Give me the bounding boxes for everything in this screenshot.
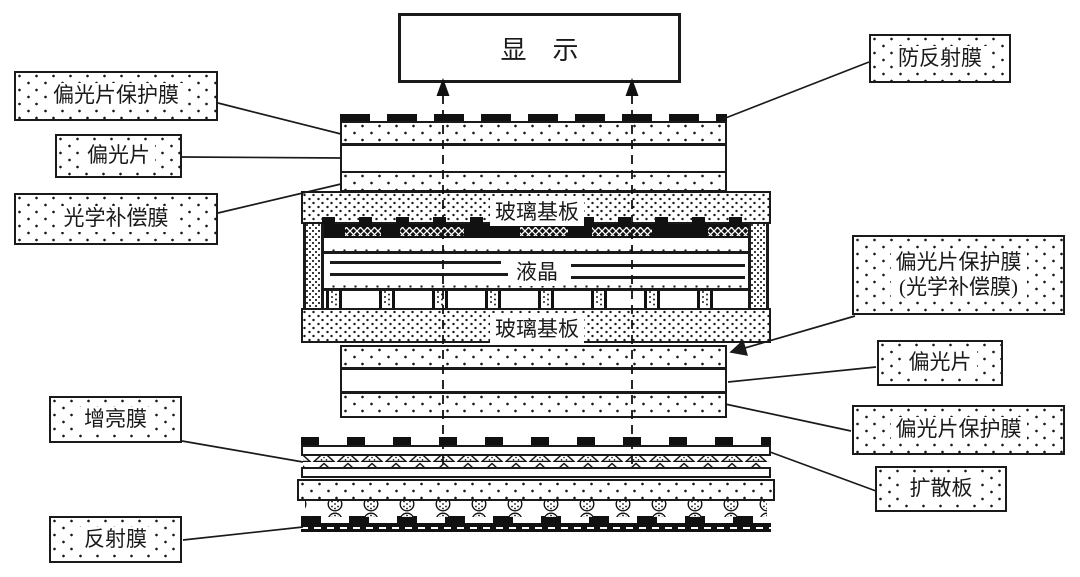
reflective-film-dash-line <box>301 526 771 529</box>
connector-polarizer-protective-top <box>217 102 342 135</box>
label-anti-reflection-film: 防反射膜 <box>869 34 1011 83</box>
connector-polarizer-top <box>181 156 342 159</box>
layer-polarizer-protective-film-compensation <box>340 345 727 369</box>
connector-diffusion-plate <box>769 451 877 492</box>
lc-line-right-2 <box>571 276 745 279</box>
layer-brightness-enhancement-film <box>301 445 771 456</box>
layer-anti-reflection-film <box>340 114 727 121</box>
label-polarizer-top: 偏光片 <box>55 134 182 178</box>
connector-polarizer-bottom <box>727 366 877 383</box>
label-polarizer-protective-film-compensation: 偏光片保护膜 (光学补偿膜) <box>852 235 1065 315</box>
bef-square-bumps <box>301 437 771 445</box>
lc-line-left-2 <box>330 273 508 276</box>
lc-line-right-1 <box>571 264 745 267</box>
connector-anti-reflection-film <box>722 61 870 120</box>
prism-row <box>303 456 769 467</box>
layer-polarizer-protective-film-top <box>340 121 727 145</box>
layer-reflective-film <box>301 516 771 532</box>
connector-reflective-film <box>182 526 304 541</box>
layer-polarizer-bottom <box>340 368 727 393</box>
layer-polarizer-top <box>340 144 727 173</box>
layer-black-matrix-color-filter <box>322 224 750 238</box>
diffusion-beads-row <box>305 501 767 517</box>
label-diffusion-plate: 扩散板 <box>875 466 1007 512</box>
seal-column-right <box>748 224 769 308</box>
layer-optical-compensation-film <box>340 171 727 192</box>
label-polarizer-protective-film-bottom: 偏光片保护膜 <box>852 405 1065 455</box>
liquid-crystal-label: 液晶 <box>511 256 563 286</box>
tft-row-top-line <box>324 288 748 291</box>
alignment-dots-row-top <box>324 245 748 252</box>
label-polarizer-protective-film-top: 偏光片保护膜 <box>14 71 218 121</box>
label-brightness-enhancement-film: 增亮膜 <box>49 396 182 443</box>
seal-column-left <box>303 224 324 308</box>
display-output-box: 显 示 <box>398 13 681 83</box>
layer-diffusion-plate <box>297 479 775 501</box>
label-polarizer-bottom: 偏光片 <box>877 340 1003 386</box>
glass-substrate-bottom-label: 玻璃基板 <box>490 313 584 343</box>
reflective-film-base <box>301 523 771 532</box>
connector-brightness-enhancement-film <box>181 440 304 463</box>
reflective-film-bumps <box>301 516 771 523</box>
label-reflective-film: 反射膜 <box>49 516 182 563</box>
layer-prism-base-sheet <box>301 467 771 478</box>
layer-polarizer-protective-film-bottom <box>340 392 727 418</box>
glass-substrate-top-label: 玻璃基板 <box>490 196 584 226</box>
lc-line-left-1 <box>330 261 501 264</box>
connector-polarizer-protective-bottom <box>724 403 852 432</box>
label-optical-compensation-film: 光学补偿膜 <box>14 193 218 245</box>
electrode-line <box>324 251 748 254</box>
display-label: 显 示 <box>500 35 579 65</box>
